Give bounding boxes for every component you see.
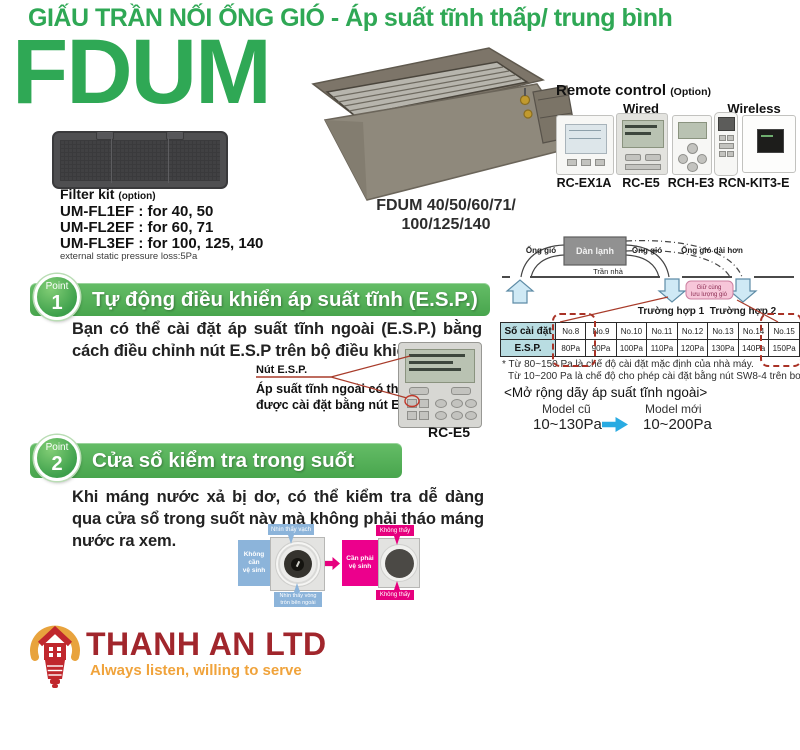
remote-model-label: RC-E5 [622, 176, 660, 190]
point2-banner: Cửa sổ kiểm tra trong suốt [30, 443, 402, 478]
filter-kit-heading-note: (option) [118, 191, 156, 202]
old-model-label: Model cũ [542, 402, 591, 416]
remote-model-label: RCN-KIT3-E [718, 176, 790, 190]
filter-kit-image [52, 131, 228, 189]
rc-e5-controller-image [398, 342, 482, 428]
wireless-label: Wireless [727, 101, 781, 116]
old-model-range: 10~130Pa [533, 416, 602, 433]
model-name-heading: FDUM [12, 21, 272, 123]
ceiling-label: Trần nhà [593, 267, 624, 276]
not-see-bottom-pointer [394, 581, 400, 590]
indoor-unit-image [311, 47, 581, 201]
esp-expand-heading: <Mở rộng dãy áp suất tĩnh ngoài> [504, 385, 708, 400]
see-ring-label: Nhìn thấy vòng tròn bên ngoài [274, 592, 322, 607]
esp-button-callout-label: Nút E.S.P. [256, 364, 308, 376]
filter-kit-note: external static pressure loss:5Pa [60, 251, 198, 262]
needs-cleaning-box: Cần phải vệ sinh [342, 540, 378, 586]
clean-window-photo [270, 537, 325, 591]
remote-model-label: RCH-E3 [667, 176, 715, 190]
dirty-arrow-icon [325, 557, 340, 570]
see-mark-pointer [288, 535, 294, 544]
max-setting-highlight [760, 313, 800, 367]
duct-right-label: Ống gió [632, 245, 662, 255]
point2-title: Cửa sổ kiểm tra trong suốt [92, 448, 355, 472]
page-title: GIẤU TRẦN NỐI ỐNG GIÓ - Áp suất tĩnh thấ… [28, 4, 673, 32]
company-slogan: Always listen, willing to serve [90, 662, 302, 679]
case1-label: Trường hợp 1 [638, 306, 705, 317]
range-expand-arrow-icon [602, 417, 628, 432]
point1-body: Bạn có thể cài đặt áp suất tĩnh ngoài (E… [72, 320, 482, 360]
indoor-unit-label: Dàn lạnh [576, 246, 614, 256]
esp-table-header: E.S.P. [499, 339, 557, 357]
point1-badge: Point 1 [34, 274, 80, 320]
duct-left-label: Ống gió [526, 245, 556, 255]
new-model-range: 10~200Pa [643, 416, 712, 433]
not-see-top-label: Không thấy [376, 525, 414, 536]
see-ring-pointer [294, 583, 300, 592]
duct-diagram: Dàn lạnh Ống gió Ống gió Ống gió dài hơn… [502, 236, 794, 317]
airflow-note-line2: lưu lượng gió [691, 292, 728, 298]
remote-rch-e3-image [672, 115, 712, 175]
duct-longer-label: Ống gió dài hơn [681, 245, 743, 255]
rc-e5-image-label: RC-E5 [428, 424, 471, 440]
filter-kit-heading: Filter kit (option) [60, 186, 156, 202]
not-see-top-pointer [394, 536, 400, 545]
product-caption: FDUM 40/50/60/71/ 100/125/140 [376, 197, 516, 234]
point1-title: Tự động điều khiển áp suất tĩnh (E.S.P.) [92, 287, 478, 311]
remote-wireless-receiver-image [742, 115, 796, 173]
airflow-note-line1: Giữ cùng [697, 285, 722, 291]
point1-banner: Tự động điều khiển áp suất tĩnh (E.S.P.) [30, 283, 490, 316]
point2-badge: Point 2 [34, 435, 80, 481]
company-name: THANH AN LTD [86, 626, 327, 662]
remote-rc-e5-image [616, 113, 668, 175]
remote-control-heading: Remote control (Option) [556, 82, 712, 99]
wired-label: Wired [623, 101, 659, 116]
inspection-window-diagram: Không cần vệ sinh Nhìn thấy vạch Nhìn th… [236, 524, 420, 610]
see-mark-label: Nhìn thấy vạch [268, 524, 314, 535]
company-logo-icon [30, 625, 80, 688]
esp-footnote-1: * Từ 80~150 Pa là chế độ cài đặt mặc địn… [502, 359, 754, 370]
filter-kit-line: UM-FL3EF : for 100, 125, 140 [60, 235, 264, 252]
filter-kit-line: UM-FL1EF : for 40, 50 [60, 203, 214, 220]
not-see-bottom-label: Không thấy [376, 590, 414, 600]
new-model-label: Model mới [645, 402, 702, 416]
default-range-highlight [552, 313, 596, 367]
remote-rc-ex1a-image [556, 115, 614, 175]
no-cleaning-box: Không cần vệ sinh [238, 540, 270, 586]
remote-control-heading-note: (Option) [670, 86, 712, 98]
esp-table-header: Số cài đặt [499, 322, 557, 340]
esp-table: Số cài đặt No.8 No.9 No.10 No.11 No.12 N… [499, 322, 800, 357]
filter-kit-line: UM-FL2EF : for 60, 71 [60, 219, 214, 236]
remote-model-label: RC-EX1A [556, 176, 612, 190]
remote-wireless-handset-image [714, 112, 738, 176]
esp-footnote-2: Từ 10~200 Pa là chế độ cho phép cài đặt … [508, 371, 800, 382]
point2-body: Khi máng nước xả bị dơ, có thể kiểm tra … [72, 488, 484, 550]
